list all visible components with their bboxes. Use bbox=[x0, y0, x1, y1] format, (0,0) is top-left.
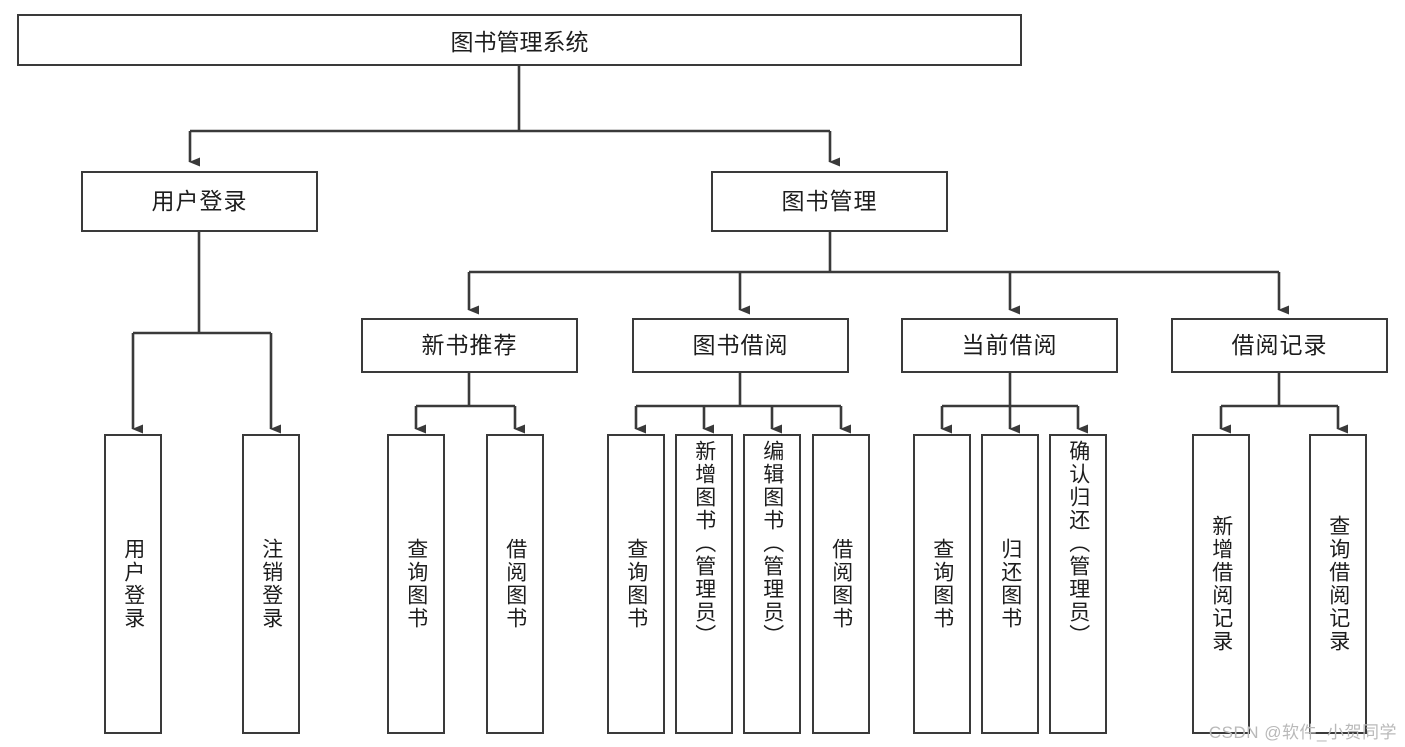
node-leaf-borrow-book-1[interactable]: 借阅图书 bbox=[486, 434, 544, 734]
node-leaf-query-record[interactable]: 查询借阅记录 bbox=[1309, 434, 1367, 734]
vertical-label-wrap: 查询图书 bbox=[609, 436, 663, 732]
node-label: 查询图书 bbox=[404, 538, 428, 630]
node-root-system[interactable]: 图书管理系统 bbox=[17, 14, 1022, 66]
node-leaf-user-login[interactable]: 用户登录 bbox=[104, 434, 162, 734]
node-book-borrow[interactable]: 图书借阅 bbox=[632, 318, 849, 373]
node-label: 借阅记录 bbox=[1231, 331, 1328, 358]
node-leaf-query-book-3[interactable]: 查询图书 bbox=[913, 434, 971, 734]
node-user-login[interactable]: 用户登录 bbox=[81, 171, 318, 232]
node-label: 注销登录 bbox=[259, 538, 283, 630]
node-leaf-query-book-1[interactable]: 查询图书 bbox=[387, 434, 445, 734]
vertical-label-wrap: 确认归还（管理员） bbox=[1051, 436, 1105, 732]
node-leaf-logout[interactable]: 注销登录 bbox=[242, 434, 300, 734]
node-label: 新增借阅记录 bbox=[1209, 515, 1233, 653]
node-label: 用户登录 bbox=[121, 538, 145, 630]
node-label: 图书管理系统 bbox=[450, 29, 589, 55]
node-label: 新书推荐 bbox=[421, 331, 518, 358]
vertical-label-wrap: 注销登录 bbox=[244, 436, 298, 732]
node-book-management[interactable]: 图书管理 bbox=[711, 171, 948, 232]
node-leaf-query-book-2[interactable]: 查询图书 bbox=[607, 434, 665, 734]
vertical-label-wrap: 查询图书 bbox=[915, 436, 969, 732]
vertical-label-wrap: 新增图书（管理员） bbox=[677, 436, 731, 732]
node-label: 图书管理 bbox=[781, 187, 878, 214]
node-leaf-add-record[interactable]: 新增借阅记录 bbox=[1192, 434, 1250, 734]
node-leaf-confirm-return[interactable]: 确认归还（管理员） bbox=[1049, 434, 1107, 734]
node-label: 确认归还（管理员） bbox=[1066, 440, 1090, 647]
vertical-label-wrap: 查询借阅记录 bbox=[1311, 436, 1365, 732]
node-borrow-record[interactable]: 借阅记录 bbox=[1171, 318, 1388, 373]
node-label: 借阅图书 bbox=[503, 538, 527, 630]
vertical-label-wrap: 新增借阅记录 bbox=[1194, 436, 1248, 732]
vertical-label-wrap: 借阅图书 bbox=[488, 436, 542, 732]
node-label: 当前借阅 bbox=[961, 331, 1058, 358]
node-leaf-add-book[interactable]: 新增图书（管理员） bbox=[675, 434, 733, 734]
vertical-label-wrap: 归还图书 bbox=[983, 436, 1037, 732]
vertical-label-wrap: 用户登录 bbox=[106, 436, 160, 732]
node-leaf-return-book[interactable]: 归还图书 bbox=[981, 434, 1039, 734]
node-label: 查询借阅记录 bbox=[1326, 515, 1350, 653]
vertical-label-wrap: 编辑图书（管理员） bbox=[745, 436, 799, 732]
node-label: 图书借阅 bbox=[692, 331, 789, 358]
node-label: 用户登录 bbox=[151, 187, 248, 214]
node-leaf-borrow-book-2[interactable]: 借阅图书 bbox=[812, 434, 870, 734]
node-label: 归还图书 bbox=[998, 538, 1022, 630]
vertical-label-wrap: 查询图书 bbox=[389, 436, 443, 732]
node-leaf-edit-book[interactable]: 编辑图书（管理员） bbox=[743, 434, 801, 734]
vertical-label-wrap: 借阅图书 bbox=[814, 436, 868, 732]
node-current-borrow[interactable]: 当前借阅 bbox=[901, 318, 1118, 373]
node-label: 借阅图书 bbox=[829, 538, 853, 630]
node-label: 查询图书 bbox=[624, 538, 648, 630]
node-label: 编辑图书（管理员） bbox=[760, 440, 784, 647]
node-label: 新增图书（管理员） bbox=[692, 440, 716, 647]
node-new-book-recommend[interactable]: 新书推荐 bbox=[361, 318, 578, 373]
watermark-text: CSDN @软件_小贺同学 bbox=[1208, 723, 1397, 742]
node-label: 查询图书 bbox=[930, 538, 954, 630]
